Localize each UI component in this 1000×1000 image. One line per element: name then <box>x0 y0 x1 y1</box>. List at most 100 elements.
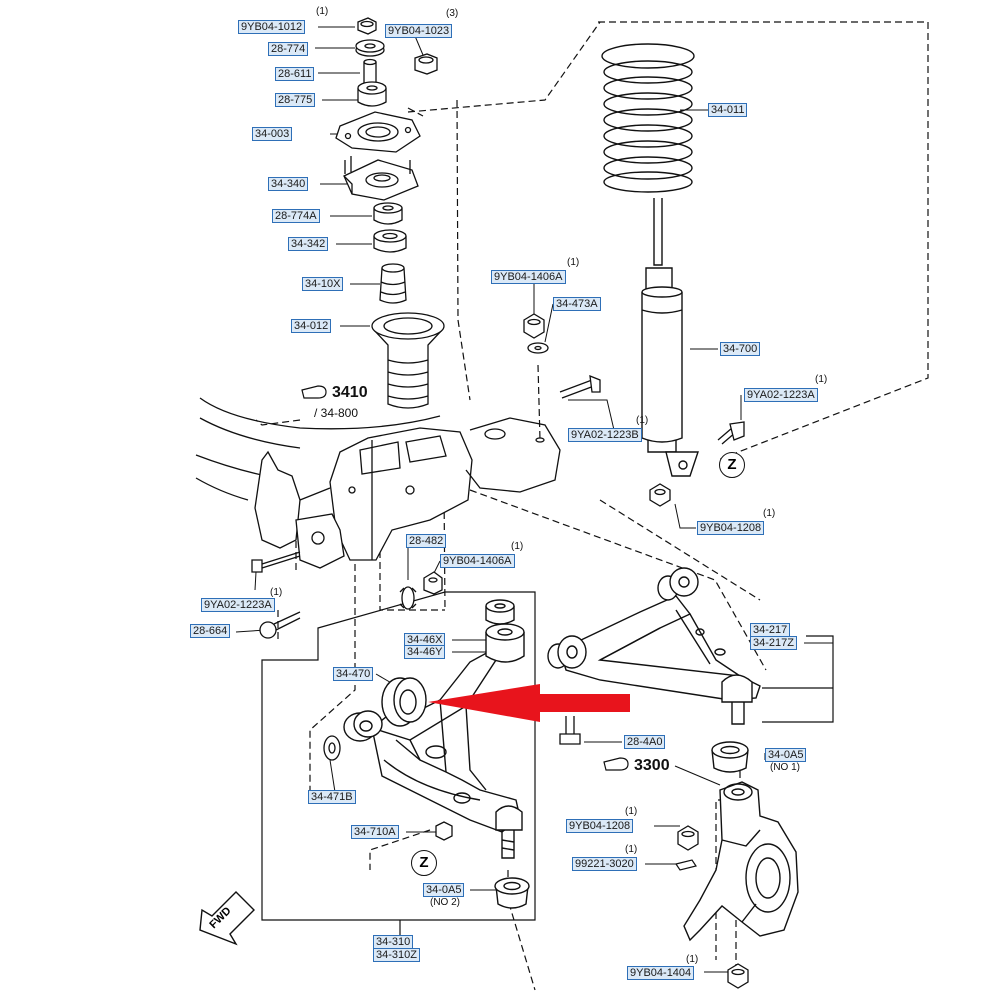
part-label-34-471b[interactable]: 34-471B <box>308 790 356 804</box>
reference-hand-icon <box>301 385 629 771</box>
part-label-34-710a[interactable]: 34-710A <box>351 825 399 839</box>
bolt-9ya02-1223a-left <box>251 551 301 573</box>
plate-34-003 <box>335 111 421 153</box>
quantity-label: (3) <box>446 8 459 19</box>
part-label-9yb04-1012[interactable]: 9YB04-1012 <box>238 20 306 34</box>
lower-ball-joint <box>495 805 523 859</box>
part-label-34-46x[interactable]: 34-46X <box>404 633 446 647</box>
reference-3410-sub: / 34-800 <box>314 404 358 422</box>
cotter-pin-99221-3020 <box>675 859 697 871</box>
part-label-34-217z[interactable]: 34-217Z <box>750 636 797 650</box>
washer-28-774a <box>373 202 403 225</box>
part-label-34-340[interactable]: 34-340 <box>268 177 309 191</box>
part-label-28-664[interactable]: 28-664 <box>190 624 231 638</box>
position-note: (NO 2) <box>430 897 460 908</box>
part-label-9yb04-1023[interactable]: 9YB04-1023 <box>385 24 453 38</box>
nut-9yb04-1012 <box>357 17 377 35</box>
part-label-9yb04-1406a-mid[interactable]: 9YB04-1406A <box>440 554 515 568</box>
nut-9yb04-1406a-top <box>523 313 545 339</box>
part-label-34-310z[interactable]: 34-310Z <box>373 948 420 962</box>
part-label-9yb04-1208-top[interactable]: 9YB04-1208 <box>697 521 765 535</box>
z-mark-lower: Z <box>411 850 437 876</box>
coil-spring-34-011 <box>601 43 695 193</box>
bushing-34-470 <box>381 677 427 727</box>
upper-ball-joint <box>721 674 753 725</box>
quantity-label: (1) <box>625 844 638 855</box>
part-label-9yb04-1208-low[interactable]: 9YB04-1208 <box>566 819 634 833</box>
part-label-34-310[interactable]: 34-310 <box>373 935 414 949</box>
reference-subnumber: / 34-800 <box>314 406 359 420</box>
reference-number: 3410 <box>332 384 368 401</box>
part-label-34-46y[interactable]: 34-46Y <box>404 645 446 659</box>
bolt-28-4a0 <box>559 716 581 745</box>
part-label-34-003[interactable]: 34-003 <box>252 127 293 141</box>
reference-3410[interactable]: 3410 <box>332 384 368 402</box>
part-label-34-342[interactable]: 34-342 <box>288 237 329 251</box>
part-label-34-012[interactable]: 34-012 <box>291 319 332 333</box>
part-label-9yb04-1406a-top[interactable]: 9YB04-1406A <box>491 270 566 284</box>
part-label-28-774a[interactable]: 28-774A <box>272 209 320 223</box>
quantity-label: (1) <box>511 541 524 552</box>
bushing-front-lower <box>343 710 383 742</box>
dust-boot-34-012 <box>371 312 445 409</box>
part-label-34-700[interactable]: 34-700 <box>720 342 761 356</box>
part-label-34-011[interactable]: 34-011 <box>708 103 748 117</box>
bolt-9ya02-1223b <box>559 374 601 399</box>
part-label-9ya02-1223a-left[interactable]: 9YA02-1223A <box>201 598 275 612</box>
bushing-34-342 <box>373 229 407 253</box>
bolt-9ya02-1223a-right <box>717 421 745 445</box>
bushing-34-46x <box>485 599 515 625</box>
boot-34-0a5-lower <box>494 877 530 909</box>
nuts-9yb04-1023 <box>414 53 438 75</box>
washer-34-473a <box>527 342 549 354</box>
part-label-28-611[interactable]: 28-611 <box>275 67 315 81</box>
reference-number: 3300 <box>634 757 670 774</box>
part-label-34-10x[interactable]: 34-10X <box>302 277 344 291</box>
part-label-28-775[interactable]: 28-775 <box>275 93 316 107</box>
bushing-28-775 <box>357 81 387 107</box>
quantity-label: (1) <box>625 806 638 817</box>
quantity-label: (1) <box>316 6 329 17</box>
steering-knuckle <box>683 781 799 942</box>
quantity-label: (1) <box>636 415 649 426</box>
part-label-34-470[interactable]: 34-470 <box>333 667 374 681</box>
washer-28-774 <box>355 39 385 57</box>
z-mark-upper: Z <box>719 452 745 478</box>
part-label-34-0a5-upper[interactable]: 34-0A5 <box>765 748 807 762</box>
upper-arm-bushing-front <box>547 635 587 669</box>
part-label-28-482[interactable]: 28-482 <box>406 534 447 548</box>
mount-34-340 <box>343 156 419 201</box>
bushing-34-46y <box>485 623 525 663</box>
nut-9yb04-1208-low <box>677 825 699 851</box>
part-label-9ya02-1223a-right[interactable]: 9YA02-1223A <box>744 388 818 402</box>
part-label-99221-3020[interactable]: 99221-3020 <box>572 857 637 871</box>
part-label-28-4a0[interactable]: 28-4A0 <box>624 735 666 749</box>
quantity-label: (1) <box>815 374 828 385</box>
position-note: (NO 1) <box>770 762 800 773</box>
washer-34-471b <box>323 735 341 761</box>
part-label-9ya02-1223b[interactable]: 9YA02-1223B <box>568 428 642 442</box>
part-label-34-473a[interactable]: 34-473A <box>553 297 601 311</box>
part-label-9yb04-1404[interactable]: 9YB04-1404 <box>627 966 695 980</box>
nut-9yb04-1404 <box>727 963 749 989</box>
nut-9yb04-1208-top <box>649 483 671 507</box>
washer-28-482 <box>399 586 417 610</box>
reference-3300[interactable]: 3300 <box>634 757 670 775</box>
fwd-arrow-icon <box>199 891 255 946</box>
part-label-34-217[interactable]: 34-217 <box>750 623 791 637</box>
nut-34-710a <box>435 821 453 841</box>
group-brackets <box>261 591 834 935</box>
part-label-34-0a5-lower[interactable]: 34-0A5 <box>423 883 465 897</box>
lower-control-arm-34-310 <box>370 649 521 833</box>
quantity-label: (1) <box>270 587 283 598</box>
bolt-28-664 <box>259 611 301 639</box>
quantity-label: (1) <box>567 257 580 268</box>
leader-lines <box>235 26 833 973</box>
quantity-label: (1) <box>763 508 776 519</box>
shock-absorber-34-700 <box>641 198 699 477</box>
part-label-28-774[interactable]: 28-774 <box>268 42 309 56</box>
highlight-arrow-icon <box>428 684 630 722</box>
upper-arm-bushing-rear <box>657 567 699 601</box>
boot-34-0a5-upper <box>711 741 749 773</box>
